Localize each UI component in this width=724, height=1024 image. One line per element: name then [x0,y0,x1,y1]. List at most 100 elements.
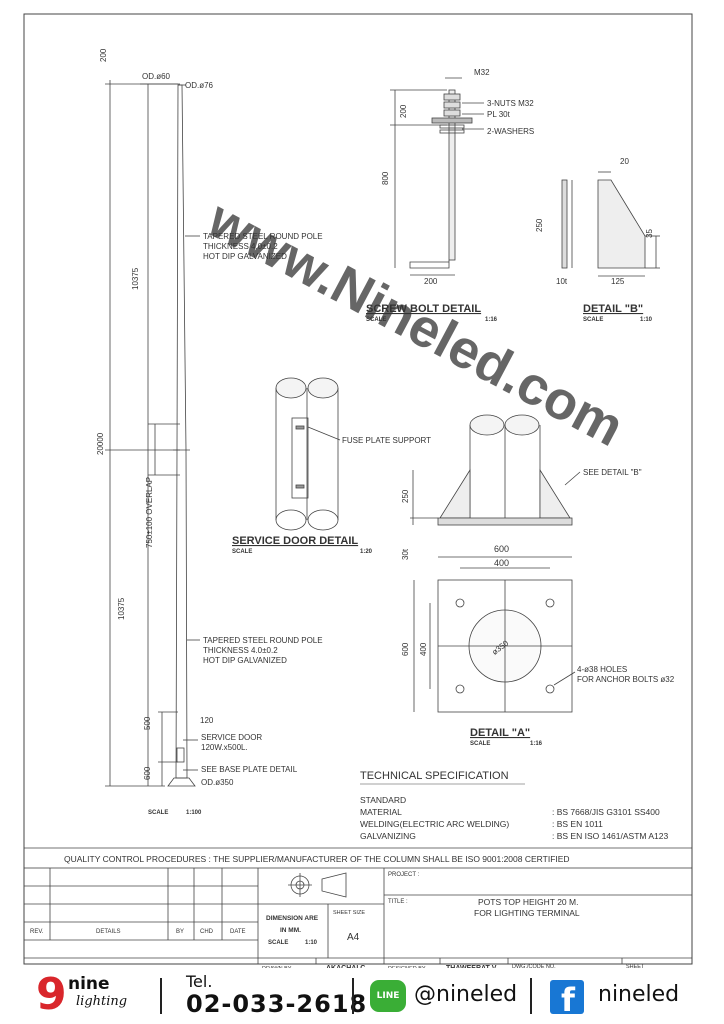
brand-logo[interactable]: 9 nine lighting [36,969,146,1022]
detail-a-scale-label: SCALE [470,741,490,747]
pole-dim-lower-length: 10375 [117,597,126,620]
bolt-label-nuts: 3-NUTS M32 [487,99,534,108]
detail-b-drawing [561,171,660,277]
rev-header-rev: REV. [30,929,44,935]
brand-bottom-text: lighting [76,994,128,1009]
rev-header-details: DETAILS [96,929,121,935]
detail-b-dim-35: 35 [645,229,654,238]
tel-number[interactable]: 02-033-2618 [186,990,368,1018]
detail-b-dim-10t: 10t [556,277,568,286]
pole-top-dim-200: 200 [99,48,108,62]
base-plate-note: SEE BASE PLATE DETAIL [201,765,298,774]
service-door-drawing [275,377,341,531]
detail-a-dim-400-side: 400 [419,642,428,656]
title-label: TITLE : [388,899,408,905]
screw-bolt-drawing [390,77,484,276]
pole-note-upper-1: TAPERED STEEL ROUND POLE [203,232,323,241]
dimension-label-2: IN MM. [280,927,301,934]
tech-spec-value-2: : BS EN 1011 [552,819,603,829]
pole-dim-500: 500 [143,716,152,730]
detail-b-title: DETAIL "B" [583,303,643,315]
pole-dim-600: 600 [143,766,152,780]
pole-base [167,777,196,787]
bolt-label-m32: M32 [474,68,490,77]
rev-header-date: DATE [230,929,246,935]
line-id[interactable]: @nineled [414,982,518,1007]
line-icon[interactable]: LINE [370,980,406,1012]
facebook-name[interactable]: nineled [598,982,680,1007]
title-block-grid [23,867,693,965]
service-door-scale-label: SCALE [232,549,252,555]
pole-elevation [105,80,200,787]
detail-a-drawing [410,414,581,713]
bolt-label-washers: 2-WASHERS [487,127,534,136]
line-icon-label: LINE [376,991,400,1001]
pole-top-od-60: OD.ø60 [142,72,171,81]
pole-top-od-76: OD.ø76 [185,81,214,90]
bolt-dim-200-vertical: 200 [399,104,408,118]
detail-b-dim-250: 250 [535,218,544,232]
screw-bolt-scale-label: SCALE [366,317,386,323]
rev-header-by: BY [176,929,184,935]
detail-a-scale-value: 1:16 [530,741,543,747]
project-label: PROJECT : [388,872,420,878]
screw-bolt-scale-value: 1:16 [485,317,498,323]
bolt-dim-200-horizontal: 200 [424,277,438,286]
pole-note-upper-3: HOT DIP GALVANIZED [203,252,287,261]
screw-bolt-title: SCREW BOLT DETAIL [366,303,481,315]
detail-a-dim-600-side: 600 [401,642,410,656]
detail-a-dim-600-top: 600 [494,544,509,554]
quality-control-text: QUALITY CONTROL PROCEDURES : THE SUPPLIE… [64,854,570,864]
rev-header-chd: CHD [200,929,214,935]
sheet-size-value: A4 [347,932,360,943]
detail-b-dim-20: 20 [620,157,629,166]
brand-top-text: nine [68,974,110,994]
footer-separator-2 [352,978,354,1014]
detail-a-dim-30t: 30t [401,548,410,560]
detail-a-dim-250: 250 [401,489,410,503]
brand-nine-glyph: 9 [36,969,67,1020]
tech-spec-value-1: : BS 7668/JIS G3101 SS400 [552,807,660,817]
tech-spec-label-3: GALVANIZING [360,831,416,841]
detail-b-dim-125: 125 [611,277,625,286]
footer-banner [0,968,724,1024]
service-door-detail-title: SERVICE DOOR DETAIL [232,535,358,547]
tech-spec-value-3: : BS EN ISO 1461/ASTM A123 [552,831,668,841]
base-od-note: OD.ø350 [201,778,234,787]
pole-note-upper-2: THICKNESS 4.0±0.2 [203,242,278,251]
pole-dim-upper-length: 10375 [131,267,140,290]
sheet-label: SHEET [626,964,645,970]
tel-label: Tel. [186,972,213,991]
detail-a-title: DETAIL "A" [470,727,530,739]
service-door-note-1: SERVICE DOOR [201,733,262,742]
fuse-plate-label: FUSE PLATE SUPPORT [342,436,431,445]
see-detail-b: SEE DETAIL "B" [583,468,642,477]
sheet-size-label: SHEET SIZE [333,910,365,916]
pole-dim-overlap: 750±100 OVERLAP [145,477,154,548]
dimension-label-1: DIMENSION ARE [266,915,319,922]
facebook-icon[interactable]: f [550,980,584,1014]
footer-separator-1 [160,978,162,1014]
service-door-note-2: 120W.x500L. [201,743,248,752]
pole-note-lower-3: HOT DIP GALVANIZED [203,656,287,665]
pole-note-lower-2: THICKNESS 4.0±0.2 [203,646,278,655]
watermark: www.Nineled.com [198,189,633,458]
pole-outline [175,84,188,779]
service-door-scale-value: 1:20 [360,549,373,555]
dwg-code-label: DWG./CODE NO. [512,964,556,970]
tech-spec-label-2: WELDING(ELECTRIC ARC WELDING) [360,819,509,829]
pole-dim-total: 20000 [96,432,105,455]
bolt-label-plate: PL 30t [487,110,511,119]
tech-spec-label-1: MATERIAL [360,807,402,817]
tech-spec-label-0: STANDARD [360,795,406,805]
pole-scale-value: 1:100 [186,810,202,816]
service-door-mark [176,747,185,763]
title-block-scale-value: 1:10 [305,940,318,946]
title-block-scale-label: SCALE [268,940,288,946]
detail-b-scale-label: SCALE [583,317,603,323]
detail-b-scale-value: 1:10 [640,317,653,323]
tech-spec-title: TECHNICAL SPECIFICATION [360,770,509,782]
detail-a-dim-400-top: 400 [494,558,509,568]
pole-dim-120: 120 [200,716,214,725]
